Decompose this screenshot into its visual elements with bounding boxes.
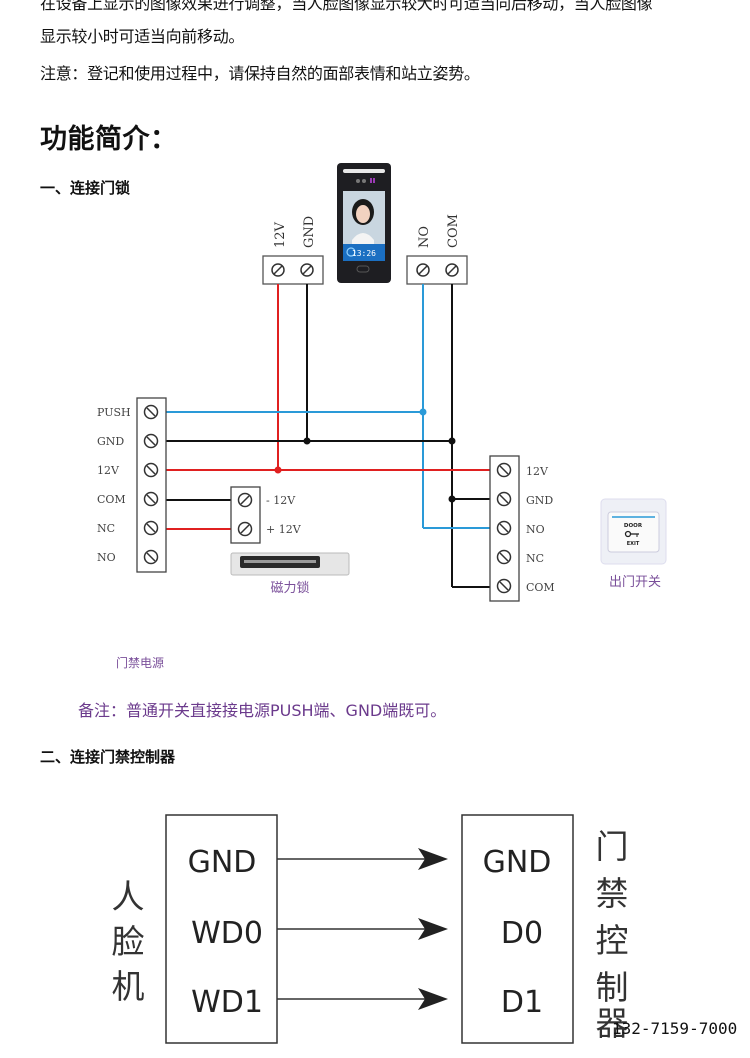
face-recognition-device: 13:26 — [337, 163, 391, 283]
exit-label-gnd: GND — [526, 494, 553, 507]
arrow-d0-head — [418, 918, 448, 940]
exit-label-com: COM — [526, 581, 555, 594]
device-label-com: COM — [446, 214, 461, 248]
power-supply-terminal-block — [136, 397, 167, 573]
face-pin-wd0: WD0 — [191, 916, 263, 951]
controller-label-char-2: 禁 — [596, 874, 629, 913]
intro-line-2: 显示较小时可适当向前移动。 — [40, 27, 245, 46]
exit-switch-door-text: DOOR — [624, 523, 643, 529]
exit-label-nc: NC — [526, 552, 544, 565]
ps-label-12v: 12V — [97, 464, 120, 477]
device-terminal-left: 12V GND — [262, 216, 324, 285]
section1-title: 一、连接门锁 — [40, 179, 131, 197]
intro-line-1: 在设备上显示的图像效果进行调整，当人脸图像显示较大时可适当向后移动，当人脸图像 — [40, 0, 653, 13]
mag-lock-terminal-block: - 12V + 12V — [230, 486, 302, 544]
face-label-char-2: 脸 — [112, 922, 145, 961]
phone-number: 132-7159-7000 — [612, 1019, 737, 1038]
exit-screw-5 — [496, 578, 512, 594]
ps-screw-4 — [143, 491, 159, 507]
arrow-gnd-head — [418, 848, 448, 870]
lock-label-pos: + 12V — [266, 523, 302, 536]
controller-pin-d0: D0 — [501, 916, 543, 951]
mag-lock-image: 磁力锁 — [230, 552, 350, 596]
ps-screw-1 — [143, 404, 159, 420]
face-pin-wd1: WD1 — [191, 985, 263, 1020]
power-supply-label: 门禁电源 — [116, 655, 164, 670]
signal-arrows — [277, 848, 448, 1010]
face-terminal-box — [165, 814, 278, 1044]
wiring-note: 备注：普通开关直接接电源PUSH端、GND端既可。 — [78, 701, 447, 720]
face-pin-gnd: GND — [188, 845, 257, 880]
ps-screw-6 — [143, 549, 159, 565]
wires — [166, 284, 490, 588]
device-label-12v: 12V — [273, 221, 288, 248]
ps-screw-2 — [143, 433, 159, 449]
ps-label-gnd: GND — [97, 435, 124, 448]
junction-dots — [274, 408, 456, 503]
face-label-char-3: 机 — [112, 967, 145, 1006]
ps-label-no: NO — [97, 551, 116, 564]
lock-label-neg: - 12V — [266, 494, 296, 507]
exit-switch-image: DOOR EXIT 出门开关 — [600, 498, 667, 590]
power-supply-labels: PUSH GND 12V COM NC NO — [97, 406, 131, 564]
exit-switch-label: 出门开关 — [609, 575, 661, 590]
exit-screw-3 — [496, 520, 512, 536]
exit-screw-2 — [496, 491, 512, 507]
exit-screw-1 — [496, 462, 512, 478]
controller-pin-d1: D1 — [501, 985, 543, 1020]
exit-module-terminal-block: 12V GND NO NC COM — [489, 455, 555, 602]
key-icon — [624, 530, 639, 538]
controller-label-char-4: 制 — [596, 968, 629, 1007]
exit-label-no: NO — [526, 523, 545, 536]
exit-switch-exit-text: EXIT — [627, 541, 640, 547]
ps-label-push: PUSH — [97, 406, 131, 419]
exit-screw-4 — [496, 549, 512, 565]
exit-label-12v: 12V — [526, 465, 549, 478]
controller-label-char-1: 门 — [596, 827, 629, 866]
section-title: 功能简介： — [40, 124, 178, 155]
device-terminal-right: NO COM — [406, 214, 468, 285]
controller-pin-gnd: GND — [483, 845, 552, 880]
section2-title: 二、连接门禁控制器 — [40, 748, 176, 766]
device-label-no: NO — [417, 226, 432, 248]
ps-screw-5 — [143, 520, 159, 536]
door-lock-wiring-diagram: 13:26 12V GND NO COM — [97, 163, 667, 670]
mag-lock-label: 磁力锁 — [270, 580, 309, 596]
face-label-char-1: 人 — [112, 877, 145, 916]
notice-text: 注意：登记和使用过程中，请保持自然的面部表情和站立姿势。 — [40, 64, 480, 83]
controller-label-char-3: 控 — [596, 921, 629, 960]
device-screen-time: 13:26 — [352, 249, 376, 258]
ps-label-nc: NC — [97, 522, 115, 535]
ps-label-com: COM — [97, 493, 126, 506]
controller-box — [461, 814, 574, 1044]
ps-screw-3 — [143, 462, 159, 478]
arrow-d1-head — [418, 988, 448, 1010]
controller-label-char-5: 器 — [596, 1004, 629, 1043]
device-label-gnd: GND — [302, 216, 317, 248]
